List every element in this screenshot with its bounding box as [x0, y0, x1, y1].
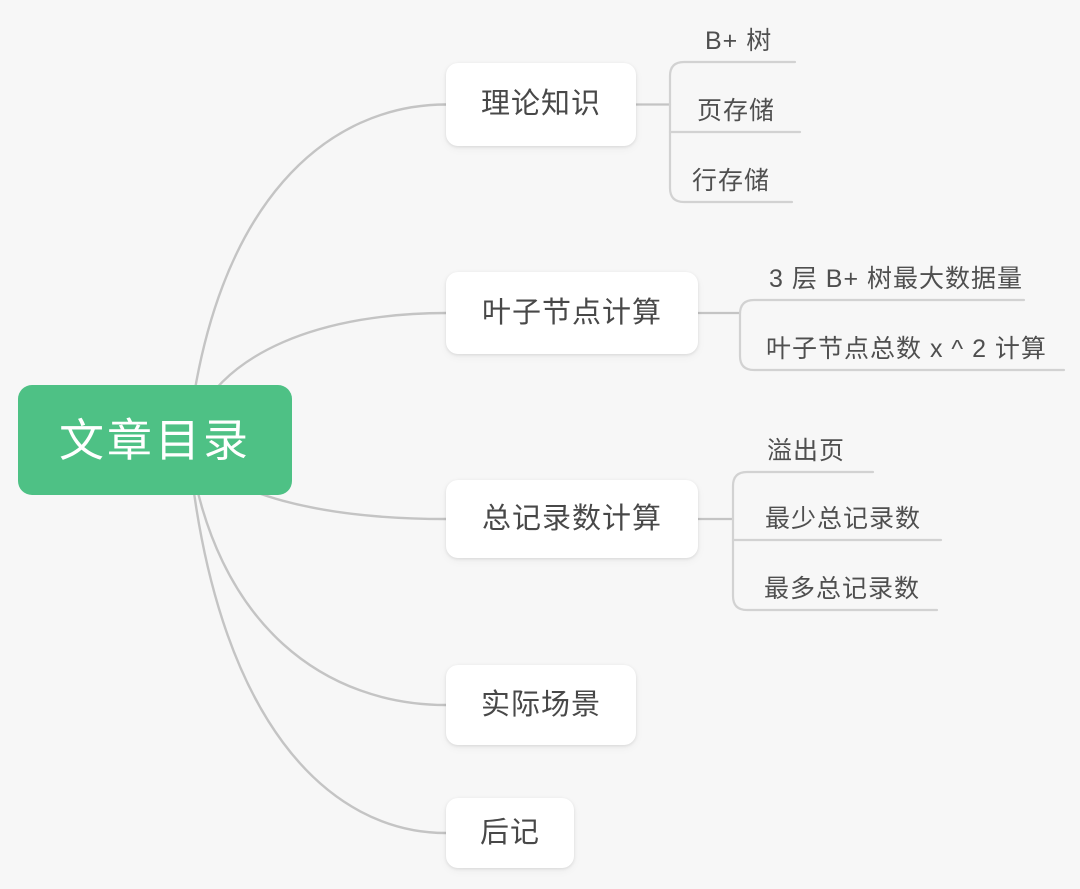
leaf-node[interactable]: 3 层 B+ 树最大数据量 — [769, 260, 1023, 298]
branch-node[interactable]: 实际场景 — [446, 665, 636, 745]
branch-node-label: 理论知识 — [480, 88, 601, 120]
branch-node[interactable]: 理论知识 — [446, 63, 636, 146]
branch-node-label: 总记录数计算 — [481, 502, 662, 535]
leaf-node-label: 页存储 — [697, 96, 776, 125]
root-branch-connector — [186, 438, 448, 835]
leaf-node-label: 叶子节点总数 x ^ 2 计算 — [766, 334, 1047, 363]
branch-node-label: 后记 — [479, 816, 540, 849]
leaf-node[interactable]: 最少总记录数 — [765, 500, 921, 538]
leaf-node[interactable]: 页存储 — [697, 92, 775, 130]
leaf-node-label: 溢出页 — [767, 436, 846, 465]
root-node-label: 文章目录 — [58, 414, 251, 466]
leaf-node-label: 最少总记录数 — [765, 504, 922, 533]
leaf-node[interactable]: 叶子节点总数 x ^ 2 计算 — [766, 330, 1047, 368]
leaf-node[interactable]: B+ 树 — [705, 22, 772, 60]
leaf-node-label: 行存储 — [692, 166, 771, 195]
branch-node[interactable]: 总记录数计算 — [446, 480, 698, 558]
branch-node[interactable]: 后记 — [446, 798, 574, 868]
branch-node[interactable]: 叶子节点计算 — [446, 272, 698, 354]
leaf-node[interactable]: 最多总记录数 — [764, 570, 920, 608]
root-node[interactable]: 文章目录 — [18, 385, 292, 495]
leaf-node[interactable]: 溢出页 — [767, 432, 845, 470]
leaf-node-label: 最多总记录数 — [764, 574, 921, 603]
branch-node-label: 叶子节点计算 — [481, 296, 662, 329]
leaf-node[interactable]: 行存储 — [692, 162, 770, 200]
leaf-node-label: B+ 树 — [705, 26, 773, 55]
leaf-node-label: 3 层 B+ 树最大数据量 — [769, 264, 1024, 293]
branch-node-label: 实际场景 — [480, 688, 601, 721]
